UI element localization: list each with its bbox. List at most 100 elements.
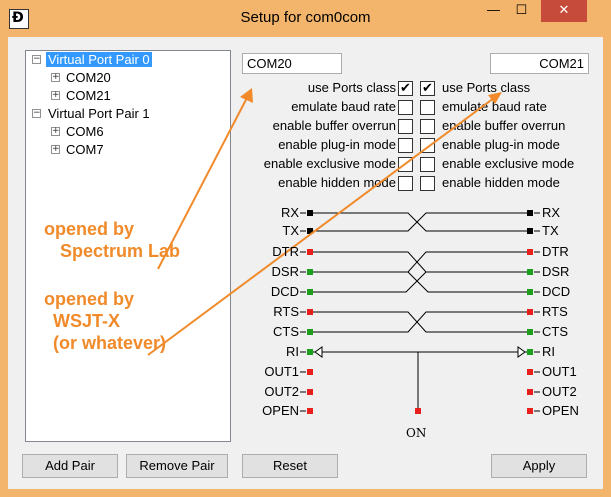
left-pin-dot <box>307 408 313 414</box>
left-pin-label: TX <box>282 223 299 238</box>
left-pin-label: DCD <box>270 284 299 299</box>
ri-left-triangle <box>314 346 323 358</box>
right-option-label: enable plug-in mode <box>442 137 560 152</box>
on-pin-dot <box>415 408 421 414</box>
annotation-arrowhead <box>488 92 502 104</box>
right-pin-dot <box>527 228 533 234</box>
ri-right-triangle <box>517 346 526 358</box>
left-pin-label: CTS <box>273 324 299 339</box>
tree-pair-label: Virtual Port Pair 0 <box>46 52 152 67</box>
tree-port-com6[interactable]: COM6 <box>66 124 104 139</box>
right-option-checkbox[interactable] <box>420 157 435 172</box>
left-pin-label: OPEN <box>262 403 299 418</box>
left-pin-dot <box>307 289 313 295</box>
left-pin-label: OUT2 <box>264 384 299 399</box>
app-icon: Ð <box>9 9 29 29</box>
apply-button[interactable]: Apply <box>491 454 587 478</box>
right-pin-label: OUT1 <box>542 364 577 379</box>
collapse-icon[interactable]: − <box>32 54 41 64</box>
right-pin-dot <box>527 309 533 315</box>
right-pin-dot <box>527 210 533 216</box>
annotation-spectrum: opened by Spectrum Lab <box>44 218 180 262</box>
right-pin-label: OPEN <box>542 403 579 418</box>
right-option-label: use Ports class <box>442 80 531 95</box>
collapse-icon[interactable]: − <box>32 108 41 118</box>
tree-port-com20[interactable]: COM20 <box>66 70 111 85</box>
right-option-checkbox[interactable]: ✔ <box>420 81 435 96</box>
on-label: ON <box>406 426 427 440</box>
right-pin-label: DTR <box>542 244 569 259</box>
tree-pair-1[interactable]: Virtual Port Pair 1 <box>48 106 150 121</box>
right-option-checkbox[interactable] <box>420 100 435 115</box>
left-option-checkbox[interactable]: ✔ <box>398 81 413 96</box>
window-title: Setup for com0com <box>240 9 371 26</box>
expand-icon[interactable]: + <box>51 144 60 154</box>
right-pin-label: DCD <box>542 284 571 299</box>
right-pin-dot <box>527 269 533 275</box>
dtr-dcd-wire <box>313 271 427 293</box>
right-port-name-input[interactable]: COM21 <box>490 53 589 74</box>
expand-icon[interactable]: + <box>51 72 60 82</box>
left-pin-dot <box>307 369 313 375</box>
tree-pair-0[interactable]: Virtual Port Pair 0 <box>46 51 152 68</box>
left-option-label: use Ports class <box>307 80 396 95</box>
right-pin-label: RX <box>542 205 561 220</box>
annotation-line: opened by <box>44 219 135 239</box>
remove-pair-button[interactable]: Remove Pair <box>126 454 228 478</box>
title-bar: Ð Setup for com0com — ☐ ✕ <box>0 0 611 38</box>
expand-icon[interactable]: + <box>51 126 60 136</box>
left-pin-label: OUT1 <box>264 364 299 379</box>
dtr-dsr-wire <box>313 251 527 273</box>
left-pin-dot <box>307 309 313 315</box>
right-pin-dot <box>527 349 533 355</box>
left-option-checkbox[interactable] <box>398 176 413 191</box>
txrx-cross-wire <box>313 212 527 232</box>
left-option-label: enable hidden mode <box>278 175 396 190</box>
right-option-label: enable hidden mode <box>442 175 560 190</box>
minimize-button[interactable]: — <box>487 2 500 17</box>
left-option-label: enable plug-in mode <box>278 137 396 152</box>
right-option-label: emulate baud rate <box>442 99 547 114</box>
right-option-label: enable buffer overrun <box>442 118 566 133</box>
right-pin-label: TX <box>542 223 559 238</box>
rts-cts-wire <box>313 311 527 333</box>
right-option-checkbox[interactable] <box>420 176 435 191</box>
tree-port-com7[interactable]: COM7 <box>66 142 104 157</box>
left-pin-label: DTR <box>272 244 299 259</box>
left-pin-label: RX <box>280 205 299 220</box>
left-port-name-input[interactable]: COM20 <box>242 53 342 74</box>
left-option-checkbox[interactable] <box>398 138 413 153</box>
right-pin-dot <box>527 289 533 295</box>
annotation-line: Spectrum Lab <box>60 241 181 261</box>
dtr-dsr-wire <box>313 251 527 273</box>
left-pin-label: DSR <box>271 264 299 279</box>
rts-cts-wire <box>313 311 527 333</box>
right-pin-label: CTS <box>542 324 568 339</box>
annotation-line: opened by <box>44 289 135 309</box>
right-pin-label: DSR <box>542 264 570 279</box>
left-pin-dot <box>307 228 313 234</box>
expand-icon[interactable]: + <box>51 90 60 100</box>
dialog-client-area: − Virtual Port Pair 0 + COM20 + COM21 − … <box>8 37 603 489</box>
left-option-checkbox[interactable] <box>398 100 413 115</box>
reset-button[interactable]: Reset <box>242 454 338 478</box>
close-button[interactable]: ✕ <box>541 0 587 22</box>
add-pair-button[interactable]: Add Pair <box>22 454 118 478</box>
left-pin-dot <box>307 210 313 216</box>
right-pin-dot <box>527 389 533 395</box>
tree-port-com21[interactable]: COM21 <box>66 88 111 103</box>
right-pin-label: RI <box>542 344 555 359</box>
annotation-line: (or whatever) <box>53 333 167 353</box>
left-pin-dot <box>307 389 313 395</box>
left-option-label: enable exclusive mode <box>263 156 396 171</box>
right-pin-label: OUT2 <box>542 384 577 399</box>
right-option-checkbox[interactable] <box>420 119 435 134</box>
left-pin-dot <box>307 329 313 335</box>
maximize-button[interactable]: ☐ <box>515 2 528 17</box>
wiring-diagram <box>147 88 540 414</box>
port-tree[interactable]: − Virtual Port Pair 0 + COM20 + COM21 − … <box>25 50 231 442</box>
left-option-checkbox[interactable] <box>398 119 413 134</box>
annotation-arrow-wsjt <box>147 94 499 356</box>
right-pin-dot <box>527 329 533 335</box>
